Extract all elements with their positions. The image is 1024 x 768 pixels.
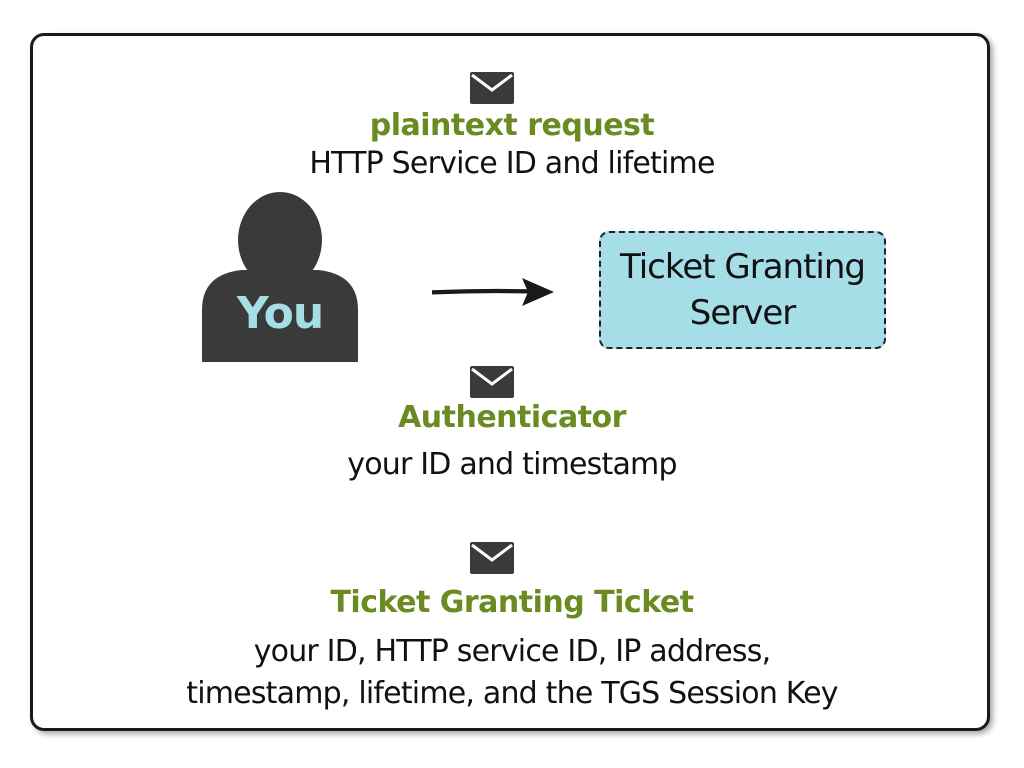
- you-label: You: [236, 288, 324, 339]
- ticket-granting-server-box: Ticket Granting Server: [599, 231, 886, 349]
- tgt-description-line2: timestamp, lifetime, and the TGS Session…: [186, 676, 838, 711]
- arrow-right-icon: [430, 274, 556, 310]
- authenticator-title: Authenticator: [398, 400, 626, 435]
- tgt-description-line1: your ID, HTTP service ID, IP address,: [253, 634, 771, 669]
- request-title: plaintext request: [369, 108, 655, 143]
- server-label-line2: Server: [689, 293, 796, 333]
- server-label-line1: Ticket Granting: [619, 247, 866, 287]
- envelope-icon: [470, 542, 514, 574]
- envelope-icon: [470, 72, 514, 104]
- person-icon: [202, 190, 358, 362]
- authenticator-description: your ID and timestamp: [347, 447, 677, 482]
- request-description: HTTP Service ID and lifetime: [309, 146, 715, 181]
- envelope-icon: [470, 366, 514, 398]
- tgt-title: Ticket Granting Ticket: [330, 585, 694, 620]
